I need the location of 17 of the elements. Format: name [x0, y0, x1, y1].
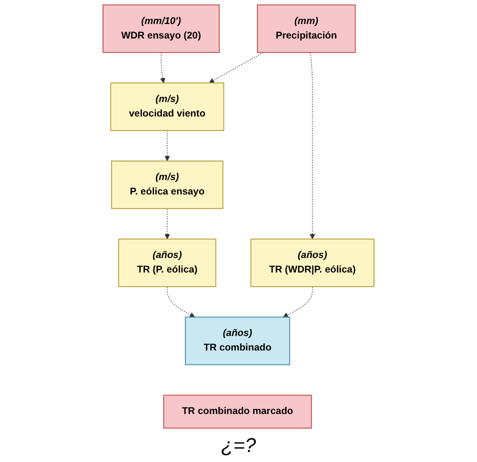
- node-box: [256, 4, 356, 53]
- arrow: [208, 52, 264, 84]
- node-box: [184, 316, 290, 366]
- flowchart-drawing: (mm/10') WDR ensayo (20) (mm) Precipitación (m/s) velocidad viento (m/s) P. eólica ensayo (años) TR (WDR|P. eólica) (años) TR (P. eólica) (años) TR combinado TR combinado marcado: [0, 0, 477, 433]
- arrow: [164, 130, 170, 162]
- arrow: [164, 208, 170, 240]
- node-box: [118, 238, 216, 288]
- node-box: [102, 4, 220, 53]
- node-box: [250, 238, 374, 288]
- arrow: [160, 52, 166, 84]
- arrow: [166, 286, 195, 318]
- node-box: [163, 394, 312, 429]
- node-box: [110, 82, 224, 131]
- arrow: [282, 286, 313, 318]
- arrow: [310, 52, 316, 240]
- node-box: [111, 160, 224, 210]
- note-text: ¿=?: [220, 435, 256, 457]
